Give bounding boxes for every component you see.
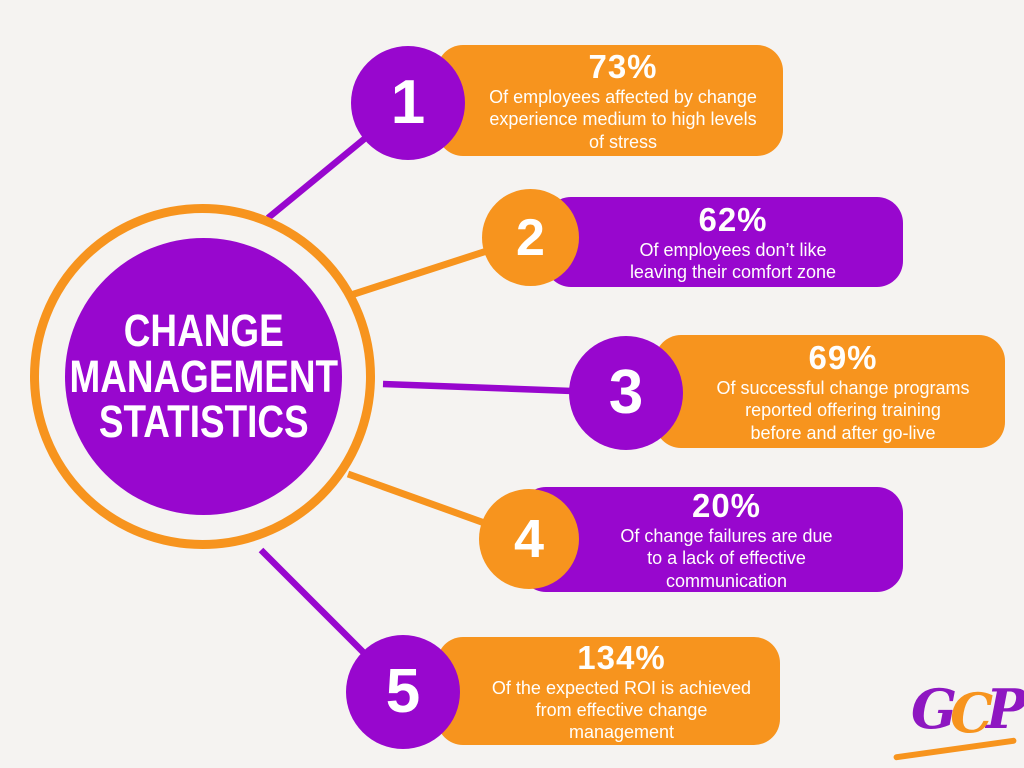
stat-number-3: 3 <box>608 358 644 427</box>
stat-value-4: 20% <box>691 487 762 525</box>
stat-value-1: 73% <box>588 48 658 86</box>
stat-number-circle-4: 4 <box>479 489 579 589</box>
stat-number-circle-2: 2 <box>482 189 579 286</box>
stat-box-5: 134% Of the expected ROI is achieved fro… <box>437 637 780 745</box>
stat-description-3: Of successful change programs reported o… <box>716 378 970 443</box>
stat-description-5: Of the expected ROI is achieved from eff… <box>491 677 752 743</box>
stat-number-circle-3: 3 <box>569 336 683 450</box>
stat-box-2: 62% Of employees don’t like leaving thei… <box>545 197 903 287</box>
stat-box-3: 69% Of successful change programs report… <box>655 335 1005 448</box>
stat-number-circle-1: 1 <box>351 46 465 160</box>
stat-box-1: 73% Of employees affected by change expe… <box>437 45 783 156</box>
stat-box-4: 20% Of change failures are due to a lack… <box>520 487 903 592</box>
stat-value-3: 69% <box>808 339 878 377</box>
stat-number-5: 5 <box>385 657 421 726</box>
stat-value-2: 62% <box>698 200 768 238</box>
stat-number-2: 2 <box>516 208 545 267</box>
gcp-logo: GCP <box>893 678 1024 761</box>
stat-description-1: Of employees affected by change experien… <box>489 87 757 152</box>
infographic-title: CHANGE MANAGEMENT STATISTICS <box>69 304 338 448</box>
center-circle: CHANGE MANAGEMENT STATISTICS <box>65 238 342 515</box>
gcp-logo-text: GCP <box>911 682 1024 740</box>
stat-number-1: 1 <box>390 68 426 137</box>
stat-number-4: 4 <box>513 509 545 569</box>
stat-number-circle-5: 5 <box>346 635 460 749</box>
logo-letter-p: P <box>986 677 1024 741</box>
center-circle-ring <box>30 204 375 549</box>
logo-letter-g: G <box>911 677 957 741</box>
stat-description-2: Of employees don’t like leaving their co… <box>629 239 837 282</box>
stat-value-5: 134% <box>577 638 666 676</box>
logo-letter-c: C <box>950 681 993 745</box>
stat-description-4: Of change failures are due to a lack of … <box>620 526 833 591</box>
